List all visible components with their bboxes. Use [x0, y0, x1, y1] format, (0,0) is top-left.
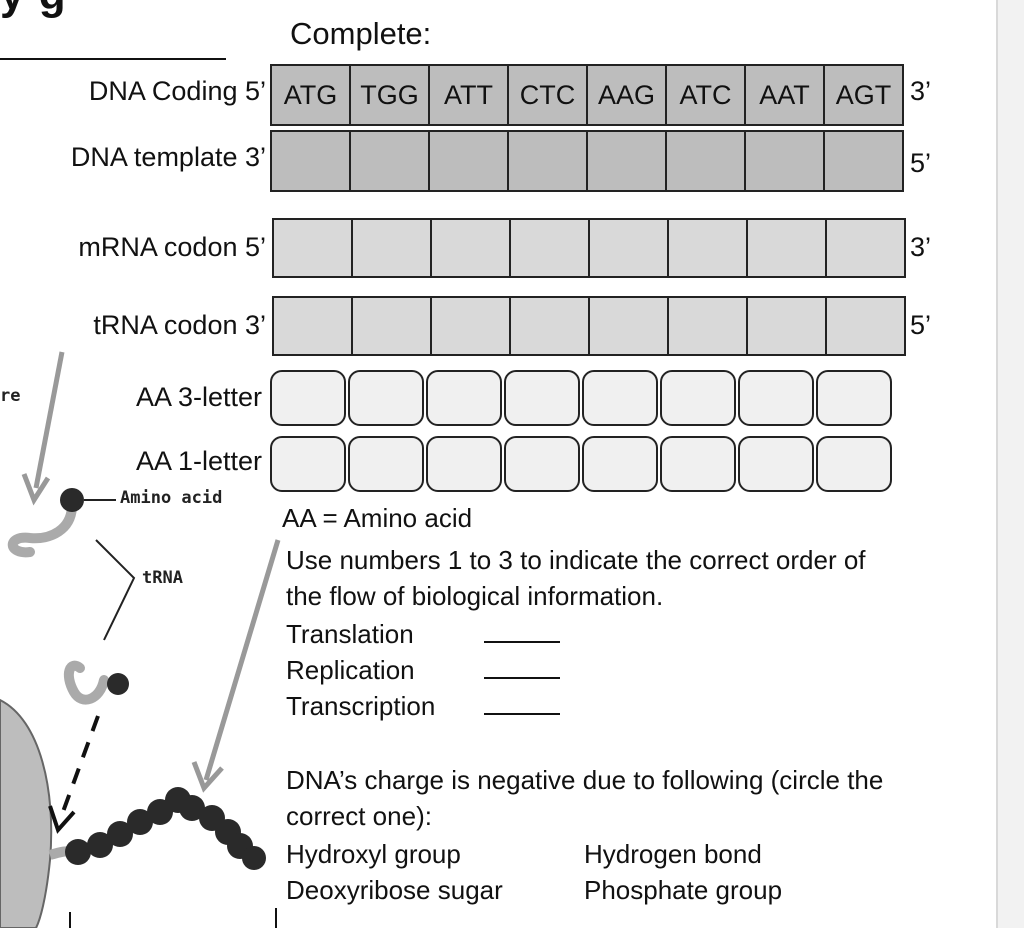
option-phosphate-group[interactable]: Phosphate group [584, 875, 783, 905]
answer-box[interactable] [660, 436, 736, 492]
answer-cell[interactable] [590, 220, 669, 276]
answer-box[interactable] [582, 370, 658, 426]
answer-box[interactable] [348, 370, 424, 426]
trna-codon-row [272, 296, 906, 356]
page-title-fragment: y g [0, 0, 67, 20]
amino-acid-illustration-label: Amino acid [120, 488, 223, 508]
answer-box[interactable] [270, 436, 346, 492]
answer-box[interactable] [348, 436, 424, 492]
codon-cell: ATT [430, 66, 509, 124]
answer-cell[interactable] [511, 298, 590, 354]
answer-box[interactable] [504, 436, 580, 492]
answer-box[interactable] [270, 370, 346, 426]
answer-box[interactable] [738, 436, 814, 492]
item-label: Transcription [286, 691, 436, 721]
answer-box[interactable] [738, 370, 814, 426]
answer-box[interactable] [816, 436, 892, 492]
worksheet-page: y g Complete: DNA Coding 5’ ATG TGG ATT … [0, 0, 932, 928]
answer-cell[interactable] [272, 132, 351, 190]
option-deoxyribose-sugar[interactable]: Deoxyribose sugar [286, 875, 503, 905]
answer-blank[interactable] [484, 657, 560, 679]
codon-cell: CTC [509, 66, 588, 124]
side-panel [996, 0, 1024, 928]
aa-3-letter-row [270, 370, 892, 426]
codon-cell: AGT [835, 79, 892, 110]
answer-box[interactable] [582, 436, 658, 492]
codon-cell: AAG [588, 66, 667, 124]
answer-blank[interactable] [484, 693, 560, 715]
option-hydrogen-bond[interactable]: Hydrogen bond [584, 839, 762, 869]
question1-item-replication: Replication [286, 652, 560, 688]
answer-cell[interactable] [353, 298, 432, 354]
complete-heading: Complete: [290, 16, 432, 51]
mrna-codon-end-label: 3’ [910, 232, 932, 262]
question1-line2: the flow of biological information. [286, 581, 664, 611]
dna-template-end-label: 5’ [910, 148, 932, 178]
answer-cell[interactable] [588, 132, 667, 190]
answer-cell[interactable] [827, 220, 904, 276]
dna-coding-label: DNA Coding 5’ [88, 76, 266, 106]
dna-template-row [270, 130, 904, 192]
trna-illustration-label: tRNA [142, 568, 183, 588]
item-label: Translation [286, 619, 414, 649]
illustration-left-fragment: re [0, 386, 21, 406]
aa-note: AA = Amino acid [282, 503, 473, 533]
answer-box[interactable] [504, 370, 580, 426]
answer-blank[interactable] [484, 621, 560, 643]
answer-cell[interactable] [430, 132, 509, 190]
answer-cell[interactable] [667, 132, 746, 190]
answer-cell[interactable] [351, 132, 430, 190]
aa-1-letter-row [270, 436, 892, 492]
answer-cell[interactable] [669, 220, 748, 276]
aa-3-letter-label: AA 3-letter [135, 382, 262, 412]
aa-1-letter-label: AA 1-letter [135, 446, 262, 476]
answer-cell[interactable] [669, 298, 748, 354]
answer-cell[interactable] [511, 220, 590, 276]
answer-box[interactable] [426, 436, 502, 492]
answer-cell[interactable] [746, 132, 825, 190]
dna-coding-end-label: 3’ [910, 76, 932, 106]
mrna-codon-label: mRNA codon 5’ [78, 232, 266, 262]
question2-line2: correct one): [286, 801, 432, 831]
answer-cell[interactable] [748, 298, 827, 354]
codon-cell: ATG [272, 66, 351, 124]
answer-cell[interactable] [509, 132, 588, 190]
title-underline [0, 58, 226, 60]
answer-box[interactable] [816, 370, 892, 426]
trna-codon-end-label: 5’ [910, 310, 932, 340]
dna-template-label: DNA template 3’ [70, 142, 266, 172]
trna-codon-label: tRNA codon 3’ [93, 310, 266, 340]
answer-box[interactable] [426, 370, 502, 426]
item-label: Replication [286, 655, 415, 685]
answer-cell[interactable] [827, 298, 904, 354]
question1-item-translation: Translation [286, 616, 560, 652]
answer-cell[interactable] [274, 298, 353, 354]
answer-cell[interactable] [432, 298, 511, 354]
answer-cell[interactable] [274, 220, 353, 276]
answer-cell[interactable] [432, 220, 511, 276]
codon-cell: TGG [351, 66, 430, 124]
codon-cell: ATC [667, 66, 746, 124]
question1-line1: Use numbers 1 to 3 to indicate the corre… [286, 545, 866, 575]
translation-illustration [0, 351, 281, 928]
dna-coding-row: ATG TGG ATT CTC AAG ATC AAT AGT [270, 64, 904, 126]
question2-line1: DNA’s charge is negative due to followin… [286, 765, 884, 795]
answer-cell[interactable] [353, 220, 432, 276]
question1-item-transcription: Transcription [286, 688, 560, 724]
answer-cell[interactable] [748, 220, 827, 276]
answer-cell[interactable] [825, 132, 902, 190]
answer-cell[interactable] [590, 298, 669, 354]
mrna-codon-row [272, 218, 906, 278]
answer-box[interactable] [660, 370, 736, 426]
codon-cell: AAT [746, 66, 825, 124]
option-hydroxyl-group[interactable]: Hydroxyl group [286, 839, 461, 869]
